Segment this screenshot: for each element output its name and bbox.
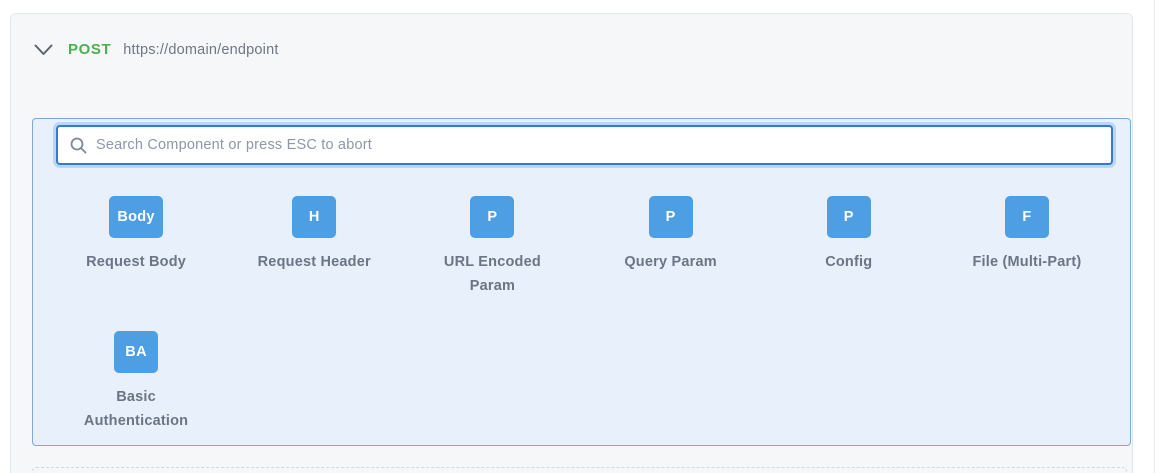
component-label: URL Encoded Param [443,254,541,295]
component-label: File (Multi-Part) [972,254,1082,270]
component-grid: Body Request Body H Request Header P URL… [33,165,1130,433]
chevron-down-icon[interactable] [34,44,53,56]
component-label: Basic Authentication [83,388,189,430]
component-search-input[interactable] [96,137,1099,153]
request-card: POST https://domain/endpoint Body Reques… [10,13,1133,473]
component-tile-config[interactable]: P Config [760,196,938,299]
component-tile-request-header[interactable]: H Request Header [225,196,403,299]
component-picker-panel: Body Request Body H Request Header P URL… [32,118,1131,446]
request-method: POST [68,41,112,58]
component-tile-url-encoded-param[interactable]: P URL Encoded Param [403,196,581,299]
component-tile-file-multi-part[interactable]: F File (Multi-Part) [938,196,1116,299]
component-badge[interactable]: P [826,196,871,238]
component-label: Query Param [624,254,717,270]
component-tile-request-body[interactable]: Body Request Body [47,196,225,299]
panel-divider [1154,0,1155,473]
component-badge[interactable]: P [648,196,693,238]
component-label: Request Body [86,254,187,270]
component-dropzone[interactable] [32,467,1127,473]
component-badge[interactable]: F [1004,196,1049,238]
search-icon [70,137,87,153]
component-badge[interactable]: Body [109,196,163,238]
component-label: Request Header [257,254,371,270]
component-badge[interactable]: P [470,196,515,238]
component-badge[interactable]: BA [114,330,159,373]
component-tile-query-param[interactable]: P Query Param [582,196,760,299]
component-tile-basic-authentication[interactable]: BA Basic Authentication [47,330,225,434]
component-search-box[interactable] [56,125,1113,165]
request-url: https://domain/endpoint [123,41,279,58]
component-badge[interactable]: H [292,196,337,238]
component-label: Config [825,254,873,270]
request-header-row[interactable]: POST https://domain/endpoint [11,14,1132,58]
